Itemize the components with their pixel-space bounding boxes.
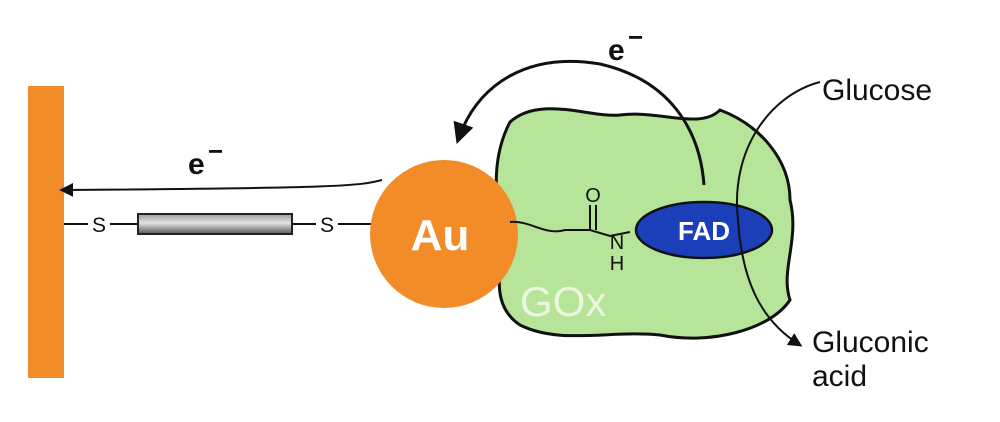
amide-tether: [509, 220, 631, 238]
electron-label-left: e: [188, 148, 205, 181]
molecular-rod: [137, 213, 293, 235]
electron-label-left-charge: −: [208, 136, 223, 166]
amide-h-label: H: [610, 253, 624, 275]
gold-nanoparticle: [370, 160, 518, 308]
electron-label-top: e: [608, 34, 625, 67]
sulfur-right-label: S: [320, 214, 334, 237]
glucose-to-gluconic-path: [736, 81, 821, 347]
gluconic-label-line2: acid: [812, 360, 867, 393]
electron-arrow-to-electrode: [59, 179, 383, 197]
fad-label: FAD: [678, 216, 730, 246]
electron-label-top-charge: −: [628, 22, 643, 52]
glucose-label: Glucose: [822, 74, 932, 107]
amide-n-label: N: [610, 232, 624, 254]
gold-label: Au: [411, 211, 470, 260]
gluconic-label-line1: Gluconic: [812, 326, 929, 359]
enzyme-label: GOx: [520, 278, 606, 325]
sulfur-left-label: S: [92, 214, 106, 237]
carbonyl-o-label: O: [585, 185, 601, 207]
electron-arrow-to-gold: [453, 59, 706, 186]
electrode: [28, 86, 64, 378]
